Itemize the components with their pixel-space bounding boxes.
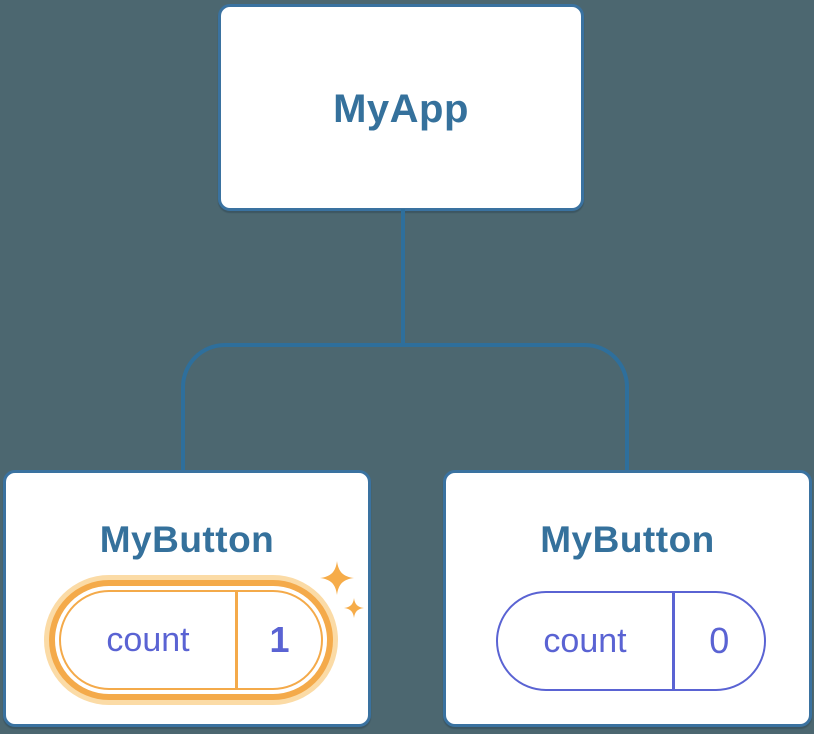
node-mybutton-right-label: MyButton	[540, 519, 715, 560]
pill-divider	[235, 592, 238, 688]
sparkle-icon	[344, 598, 364, 618]
node-mybutton-right: MyButton count 0	[443, 470, 812, 727]
node-myapp: MyApp	[218, 4, 584, 211]
sparkle-icon	[320, 561, 354, 595]
connector-bracket	[181, 343, 629, 471]
state-value: 1	[269, 619, 290, 660]
state-pill-highlighted: count 1	[59, 590, 323, 690]
node-mybutton-left-label: MyButton	[99, 519, 275, 560]
state-value: 0	[709, 620, 730, 661]
state-pill: count 0	[496, 591, 766, 691]
connector-stem	[401, 209, 405, 347]
node-mybutton-left: MyButton count 1	[3, 470, 371, 727]
state-key: count	[543, 621, 627, 660]
state-key: count	[106, 620, 190, 659]
pill-divider	[672, 593, 675, 689]
node-myapp-label: MyApp	[333, 87, 469, 131]
